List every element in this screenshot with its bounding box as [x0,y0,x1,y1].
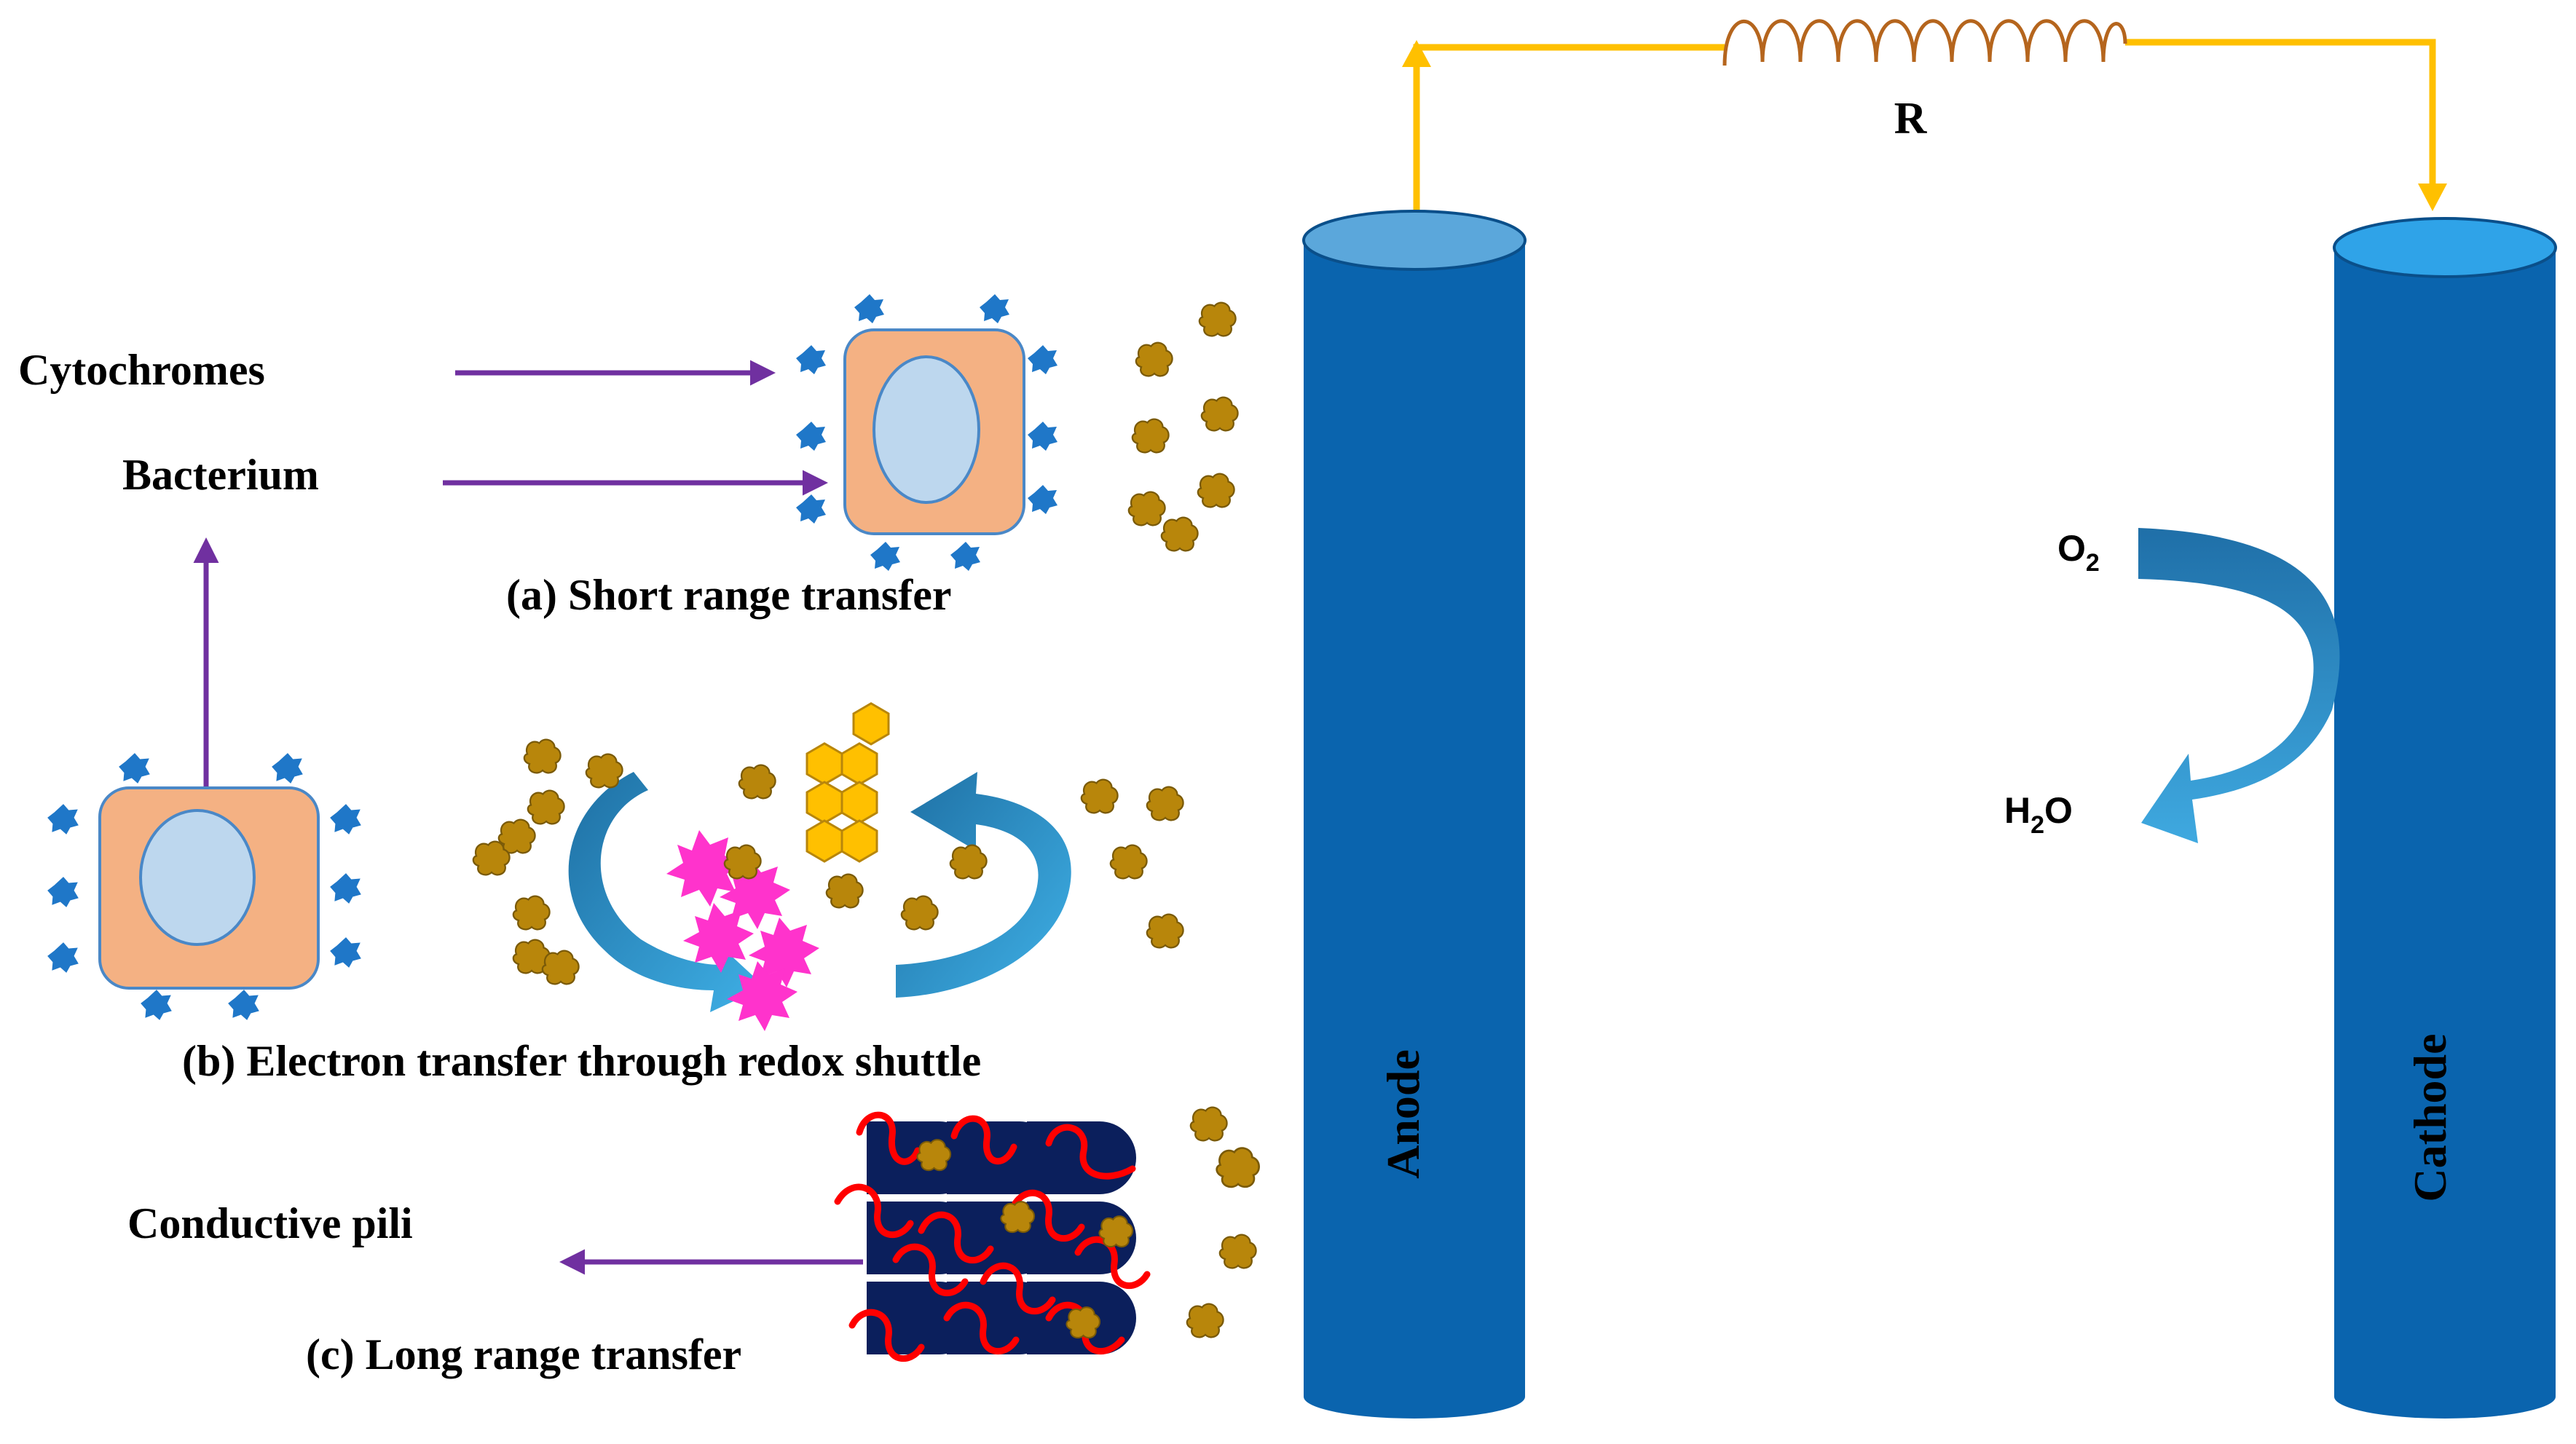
wire-anode [1413,44,1725,213]
hexagon-mediators [806,702,890,863]
oxygen-reduction: O2 H2O [2004,528,2340,843]
o2-label: O2 [2057,528,2100,577]
cathode-electrode: Cathode [2333,217,2557,1419]
wire-up-arrowhead [1402,40,1431,67]
anode-top [1302,210,1527,271]
cathode-top [2333,217,2557,278]
anode-electrode: Anode [1302,210,1527,1419]
nucleus [873,355,980,504]
redox-shuttle [472,702,1184,1031]
wire-down-arrowhead [2418,184,2447,211]
curved-arrow-icon [2138,528,2340,843]
anode-label: Anode [1377,1049,1429,1179]
long-range-label: (c) Long range transfer [306,1330,741,1378]
resistor-label: R [1894,94,1928,143]
wire-cathode [2125,39,2436,186]
h2o-label: H2O [2004,790,2073,839]
short-range-label: (a) Short range transfer [506,571,952,619]
bacterium-cell [47,753,361,1020]
bacterium-short-range [796,294,1057,571]
bacterium-label: Bacterium [122,451,319,499]
shuttle-arrow-left-icon [568,772,765,1012]
biofilm-pili [834,1106,1260,1362]
cytochromes-label: Cytochromes [18,346,265,394]
resistor-coil [1722,19,2127,66]
pointer-arrows [193,360,863,1275]
nucleus [139,809,256,946]
conductive-pili-label: Conductive pili [127,1199,413,1247]
cathode-label: Cathode [2404,1033,2456,1202]
shuttle-arrow-right-icon [896,772,1071,998]
external-circuit: R [1402,19,2447,213]
redox-shuttle-label: (b) Electron transfer through redox shut… [182,1037,981,1085]
mediator-particles-a [1127,301,1239,552]
